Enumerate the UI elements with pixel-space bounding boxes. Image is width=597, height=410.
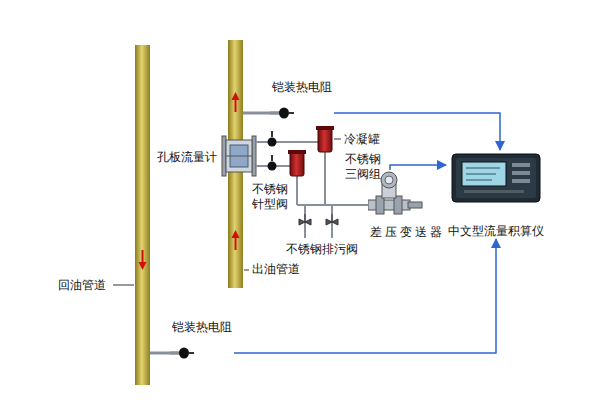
totalizer-device-part bbox=[512, 163, 530, 167]
rtd-sensor-part bbox=[170, 352, 180, 355]
needle-valve bbox=[268, 131, 277, 171]
leader-line-part bbox=[244, 270, 249, 271]
return-oil-pipe-part bbox=[135, 45, 150, 385]
totalizer-device-part bbox=[466, 180, 492, 181]
orifice-flowmeter bbox=[222, 136, 256, 176]
needle-valve-part bbox=[268, 162, 277, 171]
rtd-sensor-part bbox=[279, 108, 289, 119]
condenser-part bbox=[318, 128, 332, 152]
needle-valve-part bbox=[271, 155, 273, 161]
condenser bbox=[288, 126, 334, 176]
impulse-tubing-part bbox=[256, 141, 318, 143]
rtd-sensor-icon bbox=[170, 335, 198, 362]
totalizer-device-part bbox=[512, 179, 530, 183]
totalizer-device bbox=[446, 150, 546, 206]
dp-transmitter-icon-part bbox=[381, 172, 397, 188]
outlet-oil-pipe-part bbox=[232, 92, 240, 100]
return-oil-pipe-part bbox=[139, 262, 147, 270]
node-label: 铠装热电阻 bbox=[170, 320, 234, 335]
return-oil-pipe-part bbox=[142, 250, 144, 262]
rtd-sensor bbox=[270, 95, 298, 122]
dp-transmitter-icon-part bbox=[385, 176, 393, 184]
orifice-flowmeter-part bbox=[252, 136, 256, 176]
condenser-label: 冷凝罐 bbox=[344, 132, 380, 147]
node-label: 铠装热电阻 bbox=[270, 80, 334, 95]
leader-line-part bbox=[113, 285, 134, 286]
totalizer-device-part bbox=[452, 154, 540, 202]
rtd-stub-part bbox=[150, 352, 180, 355]
rtd-sensor-part bbox=[179, 348, 189, 359]
totalizer-device-part bbox=[466, 174, 496, 175]
totalizer-device-part bbox=[456, 158, 536, 198]
flow-totalizer-icon bbox=[446, 150, 546, 206]
outlet-oil-pipe-part bbox=[235, 100, 237, 112]
orifice-flowmeter-part bbox=[226, 156, 252, 157]
leader-line-part bbox=[334, 139, 341, 140]
outlet-oil-pipe-part bbox=[235, 238, 237, 250]
dp-transmitter-icon-part bbox=[368, 200, 410, 210]
rtd-sensor: 铠装热电阻 bbox=[270, 80, 334, 122]
leader-line bbox=[113, 139, 341, 285]
drain-valve bbox=[299, 214, 338, 225]
drain-valve-part bbox=[332, 214, 333, 222]
orifice-flowmeter-part bbox=[226, 140, 252, 172]
rtd-sensor-icon bbox=[270, 95, 298, 122]
needle-valve-label: 不锈钢 针型阀 bbox=[252, 182, 290, 212]
signal-wire bbox=[234, 239, 496, 353]
condenser-part bbox=[316, 126, 334, 130]
signal-wire bbox=[334, 113, 500, 150]
impulse-tubing-part bbox=[324, 152, 326, 205]
rtd-sensor bbox=[170, 335, 198, 362]
totalizer-device-part bbox=[512, 171, 530, 175]
manifold-label: 不锈钢 三阀组 bbox=[345, 152, 383, 182]
node-label: 差压变送器 bbox=[368, 225, 447, 240]
condenser-part bbox=[288, 150, 306, 154]
outlet-oil-pipe-part bbox=[232, 230, 240, 238]
needle-valve-part bbox=[268, 138, 277, 147]
drain-valve-label: 不锈钢排污阀 bbox=[286, 242, 358, 257]
rtd-sensor-part bbox=[189, 352, 194, 354]
signal-wire bbox=[390, 165, 446, 170]
dp-transmitter-icon-part bbox=[394, 196, 402, 214]
impulse-tubing-part bbox=[296, 176, 298, 205]
dp-transmitter-icon-part bbox=[408, 202, 422, 208]
drain-valve-part bbox=[305, 214, 306, 222]
rtd-sensor-part bbox=[289, 112, 294, 114]
totalizer-device-part bbox=[464, 190, 524, 193]
return-pipe-label: 回油管道 bbox=[58, 278, 106, 293]
outlet-pipe-label: 出油管道 bbox=[252, 262, 300, 277]
rtd-sensor: 铠装热电阻 bbox=[170, 320, 234, 362]
flowmeter-label: 孔板流量计 bbox=[157, 150, 217, 165]
return-oil-pipe bbox=[135, 45, 150, 385]
totalizer-device-part bbox=[462, 162, 506, 186]
node-label: 中文型流量积算仪 bbox=[446, 224, 546, 239]
rtd-stub-part bbox=[243, 112, 280, 115]
impulse-tubing-part bbox=[297, 204, 372, 206]
totalizer-device-part bbox=[466, 168, 500, 169]
orifice-flowmeter-part bbox=[222, 136, 226, 176]
flow-totalizer: 中文型流量积算仪 bbox=[446, 150, 546, 239]
needle-valve-part bbox=[271, 131, 273, 137]
rtd-stub bbox=[150, 113, 280, 353]
condenser-part bbox=[290, 152, 304, 176]
rtd-sensor-part bbox=[270, 112, 280, 115]
dp-transmitter-icon-part bbox=[376, 196, 384, 214]
